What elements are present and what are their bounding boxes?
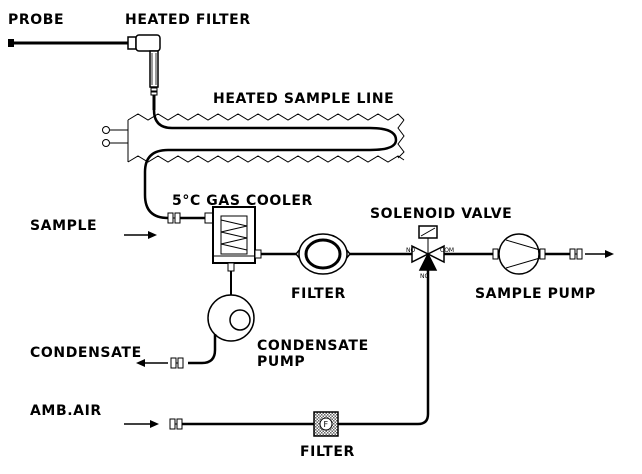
- heated-filter: [127, 34, 161, 88]
- condensate-pump-label-line2: PUMP: [257, 354, 305, 370]
- probe-label: PROBE: [8, 12, 64, 28]
- heated-filter-label: HEATED FILTER: [125, 12, 251, 28]
- amb-air-connector: [169, 418, 183, 430]
- pipe-amb-filter-to-valve: [338, 270, 430, 426]
- amb-filter-label: FILTER: [300, 444, 355, 460]
- condensate-outlet-connector: [170, 357, 184, 369]
- condensate-label: CONDENSATE: [30, 345, 142, 361]
- amb-filter-symbol: F: [324, 420, 329, 429]
- valve-port-com: COM: [440, 247, 454, 254]
- main-filter: [295, 233, 351, 275]
- pipe-line-to-cooler: [143, 148, 169, 220]
- sample-inlet-connector: [167, 212, 181, 224]
- main-filter-label: FILTER: [291, 286, 346, 302]
- heated-filter-outlet-connector: [150, 87, 158, 96]
- condensate-pump: [207, 294, 255, 342]
- sample-outlet-arrow: [585, 250, 614, 258]
- solenoid-valve-label: SOLENOID VALVE: [370, 206, 512, 222]
- heated-sample-line-label: HEATED SAMPLE LINE: [213, 91, 394, 107]
- condensate-pump-label-line1: CONDENSATE: [257, 338, 369, 354]
- condensate-arrow: [136, 359, 168, 367]
- gas-cooler: [204, 206, 262, 272]
- sample-arrow: [124, 231, 157, 239]
- gas-cooler-label: 5°C GAS COOLER: [172, 193, 313, 209]
- sample-pump: [492, 233, 546, 275]
- probe: [8, 39, 128, 47]
- pipe-condensate-pump-outlet: [188, 334, 217, 365]
- heated-sample-line: [102, 109, 405, 163]
- amb-air-label: AMB.AIR: [30, 403, 102, 419]
- valve-port-no: NO: [406, 247, 415, 254]
- sample-outlet-connector: [569, 248, 583, 260]
- amb-air-arrow: [124, 420, 159, 428]
- sample-pump-label: SAMPLE PUMP: [475, 286, 596, 302]
- valve-port-nc: NC: [420, 273, 429, 280]
- solenoid-valve: [411, 225, 445, 271]
- sample-label: SAMPLE: [30, 218, 97, 234]
